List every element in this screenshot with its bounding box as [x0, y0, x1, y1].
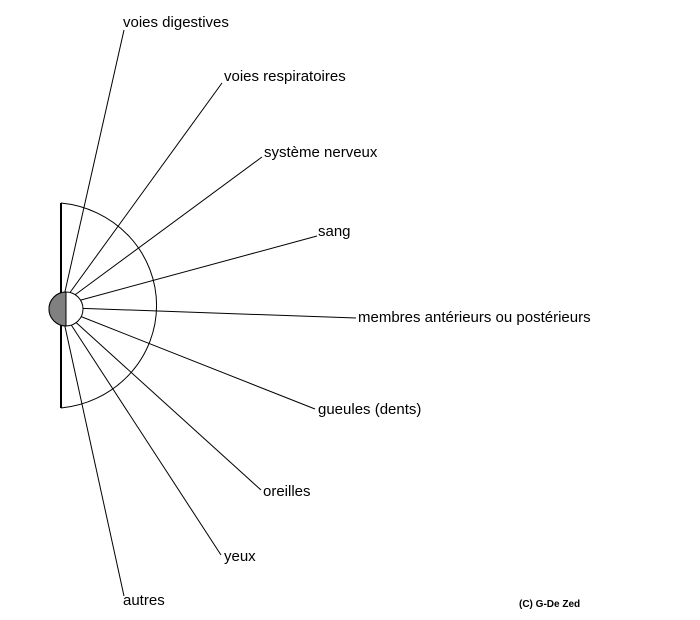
line-membres: [71, 307, 357, 319]
line-systeme-nerveux: [67, 156, 263, 301]
line-yeux: [67, 319, 222, 556]
copyright-text: (C) G-De Zed: [519, 599, 581, 610]
label-yeux: yeux: [224, 548, 256, 565]
label-gueules: gueules (dents): [318, 401, 422, 418]
line-oreilles: [69, 316, 262, 491]
label-voies-digestives: voies digestives: [123, 14, 229, 31]
label-membres: membres antérieurs ou postérieurs: [358, 309, 591, 326]
line-gueules: [71, 312, 316, 410]
center-circle-shaded-half: [48, 291, 67, 327]
label-voies-respiratoires: voies respiratoires: [224, 68, 346, 85]
label-sang: sang: [318, 223, 351, 240]
label-oreilles: oreilles: [263, 483, 311, 500]
line-voies-digestives: [63, 29, 125, 297]
outer-arc: [60, 202, 157, 409]
connector-lines: [63, 29, 357, 597]
line-sang: [69, 235, 318, 304]
line-voies-respiratoires: [65, 82, 223, 299]
label-systeme-nerveux: système nerveux: [264, 144, 378, 161]
line-autres: [63, 321, 125, 597]
label-autres: autres: [123, 592, 165, 609]
